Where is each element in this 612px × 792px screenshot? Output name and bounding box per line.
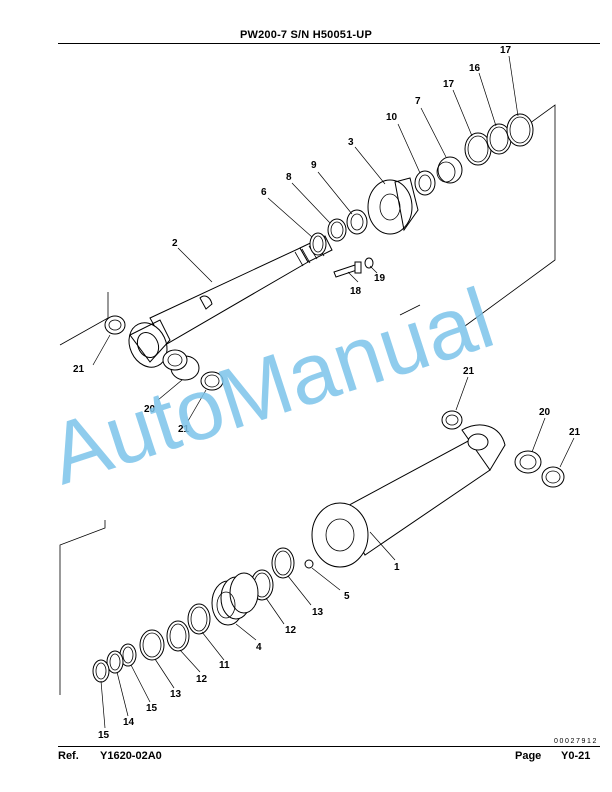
page-title: PW200-7 S/N H50051-UP [240,29,372,41]
ring-14 [106,650,124,674]
snap-ring [309,232,327,256]
callout-7: 7 [415,96,421,107]
callout-4: 4 [256,642,262,653]
page-label: Page [515,750,542,762]
page-number: Y0-21 [561,750,591,762]
callout-11: 11 [219,660,230,671]
cylinder-tube [311,424,506,568]
callout-17-top: 17 [500,45,512,56]
ring-17 [464,132,492,166]
dust-seal-upper-right [200,371,224,391]
leader-lines [92,55,575,729]
ring-15-upper [119,643,137,667]
ring-17b [506,113,534,147]
cylinder-head [367,177,419,235]
ring-15-lower [92,659,110,683]
callout-10: 10 [386,112,398,123]
plug-5 [304,559,314,569]
callout-13-upper: 13 [312,607,324,618]
dust-seal-lower-left [441,410,463,430]
callout-20-b: 20 [539,407,551,418]
seal-8 [327,218,347,242]
dust-seal-upper-left [104,315,126,335]
callout-9: 9 [311,160,317,171]
callout-21-d: 21 [569,427,581,438]
bushing-upper [162,349,200,381]
callout-12-upper: 12 [285,625,297,636]
callout-8: 8 [286,172,292,183]
callout-21-c: 21 [463,366,475,377]
callout-18: 18 [350,286,362,297]
bushing-lower [514,450,542,474]
callouts: 2 6 8 9 3 10 7 17 16 17 18 19 21 20 21 2… [73,45,581,741]
washer-19 [364,257,374,269]
dust-seal-lower-right [541,466,565,488]
callout-20-a: 20 [144,404,156,415]
callout-5: 5 [344,591,350,602]
bolt [333,261,362,278]
header-rule [58,43,600,44]
callout-15-upper: 15 [146,703,158,714]
ref-label: Ref. [58,750,79,762]
seal-10 [414,170,436,196]
document-number: 00027912 [554,738,598,745]
callout-19: 19 [374,273,386,284]
callout-3: 3 [348,137,354,148]
callout-2: 2 [172,238,178,249]
ref-value: Y1620-02A0 [100,750,162,762]
ring-11 [187,603,211,635]
callout-17-upper: 17 [443,79,455,90]
ring-16 [486,123,512,155]
callout-16: 16 [469,63,481,74]
footer-rule [58,746,600,747]
piston [211,572,259,626]
callout-21-a: 21 [73,364,85,375]
ring-12-lower [166,620,190,652]
callout-6: 6 [261,187,267,198]
callout-15-lower: 15 [98,730,110,741]
callout-1: 1 [394,562,400,573]
callout-12-lower: 12 [196,674,208,685]
bushing-7 [436,156,463,184]
callout-13-lower: 13 [170,689,182,700]
ring-13-lower [139,629,165,661]
callout-14: 14 [123,717,135,728]
callout-21-b: 21 [178,424,190,435]
seal-9 [346,209,368,235]
ring-13-upper [271,547,295,579]
